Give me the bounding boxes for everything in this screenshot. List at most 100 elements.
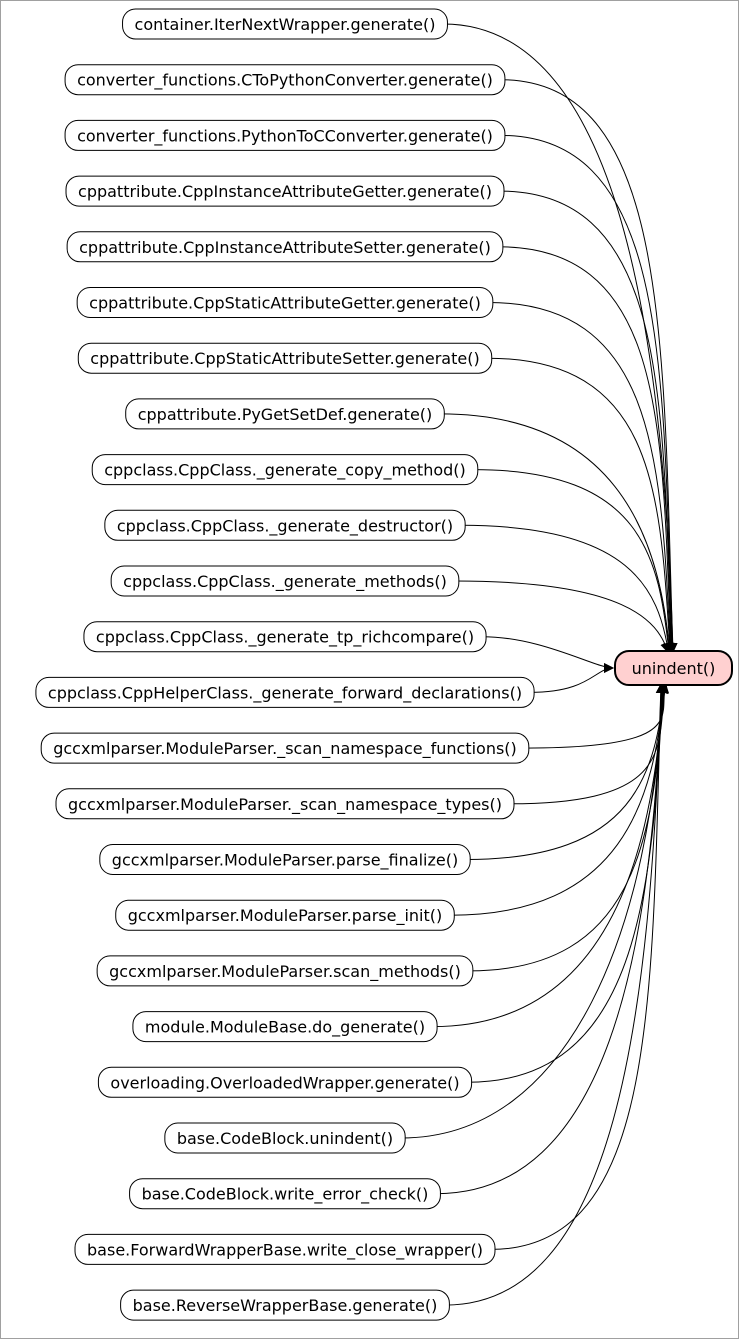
target-node[interactable]: unindent() [614,650,733,686]
caller-node[interactable]: cppclass.CppHelperClass._generate_forwar… [35,676,535,708]
caller-node-label: gccxmlparser.ModuleParser.parse_finalize… [112,851,458,871]
caller-node-label: base.CodeBlock.unindent() [177,1129,393,1148]
call-edge [450,683,669,916]
caller-node-label: converter_functions.CToPythonConverter.g… [77,71,493,91]
caller-node-label: cppclass.CppClass._generate_copy_method(… [104,461,466,481]
call-edge [443,23,678,653]
call-edge [487,357,675,653]
call-edge [473,469,673,653]
caller-node-box[interactable] [83,621,487,653]
call-edge [498,246,676,653]
caller-node-label: cppattribute.CppStaticAttributeGetter.ge… [89,294,481,313]
caller-node[interactable]: cppclass.CppClass._generate_destructor() [104,509,466,541]
call-edge [499,190,677,653]
caller-node-label: overloading.OverloadedWrapper.generate() [110,1073,459,1092]
caller-node[interactable]: base.CodeBlock.unindent() [164,1122,406,1154]
caller-node[interactable]: converter_functions.CToPythonConverter.g… [64,64,506,96]
caller-node-box[interactable] [40,732,530,764]
caller-node[interactable]: gccxmlparser.ModuleParser.parse_finalize… [99,844,471,875]
caller-node-box[interactable] [120,1289,450,1321]
caller-node-label: gccxmlparser.ModuleParser.scan_methods() [109,962,461,982]
caller-node-box[interactable] [64,64,506,96]
caller-node[interactable]: cppattribute.CppInstanceAttributeSetter.… [66,231,504,263]
call-edge [436,683,667,1195]
caller-node-label: cppclass.CppClass._generate_destructor() [117,516,453,536]
caller-nodes: container.IterNextWrapper.generate() conv… [35,8,535,1321]
caller-node-label: base.ForwardWrapperBase.write_close_wrap… [87,1240,483,1260]
call-edge [524,683,668,749]
caller-node-box[interactable] [104,509,466,541]
caller-node[interactable]: converter_functions.PythonToCConverter.g… [64,119,506,151]
call-edge [500,134,677,653]
caller-node-box[interactable] [125,398,445,430]
caller-node-box[interactable] [132,1011,438,1043]
caller-node-label: module.ModuleBase.do_generate() [145,1018,425,1038]
caller-node-box[interactable] [76,287,494,318]
target-node-label: unindent() [632,659,716,678]
caller-node[interactable]: container.IterNextWrapper.generate() [122,8,448,40]
caller-node-label: cppattribute.CppStaticAttributeSetter.ge… [90,349,479,368]
caller-node[interactable]: module.ModuleBase.do_generate() [132,1011,438,1043]
caller-node-box[interactable] [77,342,493,374]
caller-node-label: cppclass.CppHelperClass._generate_forwar… [48,683,522,703]
call-edge [461,524,672,653]
caller-node[interactable]: cppattribute.CppStaticAttributeSetter.ge… [77,342,493,374]
caller-node[interactable]: gccxmlparser.ModuleParser.parse_init() [115,899,455,931]
caller-node-box[interactable] [110,565,460,597]
caller-node[interactable]: base.ReverseWrapperBase.generate() [120,1289,450,1321]
caller-node-label: gccxmlparser.ModuleParser.parse_init() [128,906,443,926]
caller-node-label: cppattribute.CppInstanceAttributeSetter.… [79,238,491,257]
call-edge [509,683,670,805]
caller-node-label: gccxmlparser.ModuleParser._scan_namespac… [68,795,502,815]
caller-node[interactable]: gccxmlparser.ModuleParser._scan_namespac… [40,732,530,764]
call-edge [445,683,666,1306]
caller-node-box[interactable] [65,175,505,207]
caller-node-box[interactable] [66,231,504,263]
caller-node-box[interactable] [122,8,448,40]
caller-node-label: cppclass.CppClass._generate_tp_richcompa… [96,628,474,648]
caller-node-label: base.ReverseWrapperBase.generate() [133,1296,438,1315]
caller-node-label: converter_functions.PythonToCConverter.g… [77,126,493,146]
caller-node-box[interactable] [99,844,471,875]
call-edge [401,683,667,1139]
call-edge [482,636,614,673]
caller-node-label: cppattribute.PyGetSetDef.generate() [138,405,433,424]
call-edge [454,580,670,653]
call-edge [468,683,669,972]
caller-node[interactable]: base.ForwardWrapperBase.write_close_wrap… [74,1233,496,1265]
caller-node[interactable]: gccxmlparser.ModuleParser.scan_methods() [96,955,474,987]
caller-node-label: cppclass.CppClass._generate_methods() [123,572,447,592]
caller-node-label: base.CodeBlock.write_error_check() [142,1185,429,1205]
caller-node[interactable]: cppattribute.CppInstanceAttributeGetter.… [65,175,505,207]
caller-node-box[interactable] [115,899,455,931]
caller-node-label: gccxmlparser.ModuleParser._scan_namespac… [53,739,517,759]
caller-node[interactable]: cppclass.CppClass._generate_tp_richcompa… [83,621,487,653]
caller-node-box[interactable] [55,788,515,820]
caller-node-box[interactable] [35,676,535,708]
call-edge [440,413,674,653]
call-edge [488,302,676,653]
caller-node[interactable]: cppattribute.CppStaticAttributeGetter.ge… [76,287,494,318]
caller-node-box[interactable] [129,1178,441,1210]
caller-node-box[interactable] [96,955,474,987]
caller-node-box[interactable] [64,119,506,151]
caller-node-box[interactable] [97,1066,473,1098]
caller-node-box[interactable] [164,1122,406,1154]
caller-node-box[interactable] [91,454,479,486]
caller-node[interactable]: gccxmlparser.ModuleParser._scan_namespac… [55,788,515,820]
edges [401,23,678,1306]
caller-node[interactable]: overloading.OverloadedWrapper.generate() [97,1066,473,1098]
target-node-box[interactable] [614,650,733,686]
call-edge [530,663,614,693]
caller-node-box[interactable] [74,1233,496,1265]
caller-node[interactable]: base.CodeBlock.write_error_check() [129,1178,441,1210]
call-edge [466,683,670,860]
caller-node[interactable]: cppclass.CppClass._generate_copy_method(… [91,454,479,486]
caller-node[interactable]: cppclass.CppClass._generate_methods() [110,565,460,597]
caller-node-label: cppattribute.CppInstanceAttributeGetter.… [78,182,492,201]
call-edge [500,79,678,653]
call-edge [490,683,666,1250]
caller-node-label: container.IterNextWrapper.generate() [135,15,436,34]
caller-node[interactable]: cppattribute.PyGetSetDef.generate() [125,398,445,430]
